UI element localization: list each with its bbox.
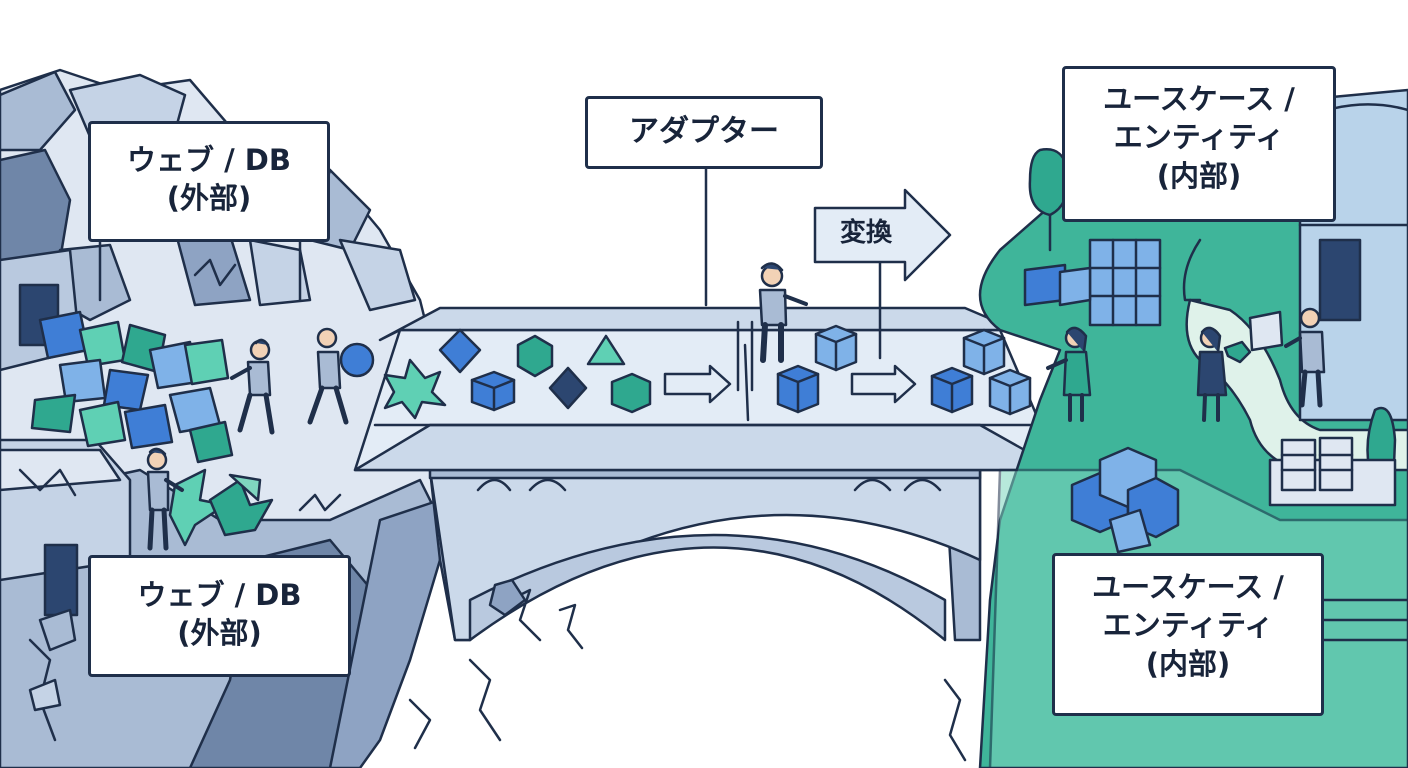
external-label-top: ウェブ / DB (外部) — [88, 121, 330, 242]
worker-bridge — [758, 262, 808, 363]
adapter-label-text: アダプター — [629, 114, 779, 149]
worker-right-3 — [1284, 307, 1326, 408]
internal-label-bottom: ユースケース / エンティティ (内部) — [1052, 553, 1324, 716]
internal-cube-stacks — [1023, 238, 1354, 554]
internal-label-top-line3: (内部) — [1156, 158, 1242, 193]
right-arrow-icon — [850, 364, 917, 404]
internal-label-top-line2: エンティティ — [1113, 120, 1285, 155]
right-arrow-icon — [663, 364, 732, 404]
external-label-bottom-line1: ウェブ / DB — [137, 578, 302, 612]
internal-label-top: ユースケース / エンティティ (内部) — [1062, 66, 1336, 222]
transform-label: 変換 — [839, 218, 892, 248]
worker-right-1 — [1046, 326, 1092, 422]
external-label-bottom: ウェブ / DB (外部) — [88, 555, 351, 677]
deck-output-cubes — [776, 324, 1032, 416]
right-arrow-icon — [813, 188, 952, 282]
worker-left-2 — [307, 327, 375, 425]
scattered-data-blocks — [28, 310, 274, 712]
worker-left-1 — [230, 338, 275, 435]
external-label-bottom-line2: (外部) — [177, 616, 262, 651]
internal-label-top-line1: ユースケース / — [1103, 82, 1295, 116]
worker-left-3 — [146, 447, 184, 551]
adapter-label: アダプター — [585, 96, 823, 169]
deck-input-shapes — [383, 328, 652, 420]
worker-right-2 — [1196, 326, 1252, 422]
internal-label-bottom-line1: ユースケース / — [1092, 570, 1284, 604]
internal-label-bottom-line3: (内部) — [1145, 646, 1231, 681]
external-label-top-line1: ウェブ / DB — [127, 143, 291, 177]
external-label-top-line2: (外部) — [166, 181, 252, 216]
internal-label-bottom-line2: エンティティ — [1102, 608, 1274, 643]
river-ripples — [408, 578, 967, 762]
